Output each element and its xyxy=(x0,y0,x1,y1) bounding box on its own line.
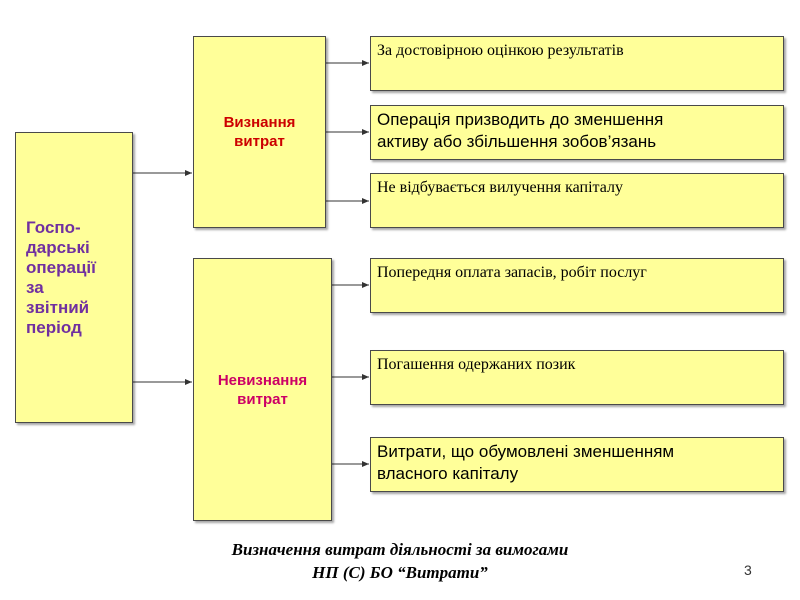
no-capital-withdrawal-box: Не відбувається вилучення капіталу xyxy=(370,173,784,228)
asset-decrease-box: Операція призводить до зменшення активу … xyxy=(370,105,784,160)
source-line: дарські xyxy=(26,237,90,257)
equity-decrease-box: Витрати, що обумовлені зменшенням власно… xyxy=(370,437,784,492)
result-text: Погашення одержаних позик xyxy=(377,356,576,373)
recognition-line: витрат xyxy=(234,133,285,150)
recognition-line: Визнання xyxy=(223,114,296,131)
business-operations-box: Госпо- дарські операції за звітний періо… xyxy=(15,132,133,423)
source-line: Госпо- xyxy=(26,217,81,237)
result-text: За достовірною оцінкою результатів xyxy=(377,42,624,59)
result-text: власного капіталу xyxy=(377,464,519,483)
source-line: за xyxy=(26,277,44,297)
business-operations-text: Госпо- дарські операції за звітний періо… xyxy=(26,218,96,338)
loan-repayment-box: Погашення одержаних позик xyxy=(370,350,784,405)
page-number: 3 xyxy=(744,562,752,578)
source-line: звітний xyxy=(26,297,90,317)
non-recognition-line: витрат xyxy=(237,390,288,408)
non-recognition-line: Невизнання xyxy=(217,371,308,389)
source-line: період xyxy=(26,317,82,337)
result-text: Попередня оплата запасів, робіт послуг xyxy=(377,264,647,281)
reliable-estimate-box: За достовірною оцінкою результатів xyxy=(370,36,784,91)
expense-non-recognition-box: Невизнання витрат xyxy=(193,258,332,521)
caption-line: Визначення витрат діяльності за вимогами xyxy=(231,540,569,559)
caption-line: НП (С) БО “Витрати” xyxy=(312,563,488,582)
source-line: операції xyxy=(26,257,96,277)
result-text: активу або збільшення зобов’язань xyxy=(377,132,657,151)
result-text: Операція призводить до зменшення xyxy=(377,110,664,129)
slide-caption: Визначення витрат діяльності за вимогами… xyxy=(180,538,620,584)
result-text: Витрати, що обумовлені зменшенням xyxy=(377,442,675,461)
expense-recognition-box: Визнання витрат xyxy=(193,36,326,228)
result-text: Не відбувається вилучення капіталу xyxy=(377,179,623,196)
prepayment-box: Попередня оплата запасів, робіт послуг xyxy=(370,258,784,313)
